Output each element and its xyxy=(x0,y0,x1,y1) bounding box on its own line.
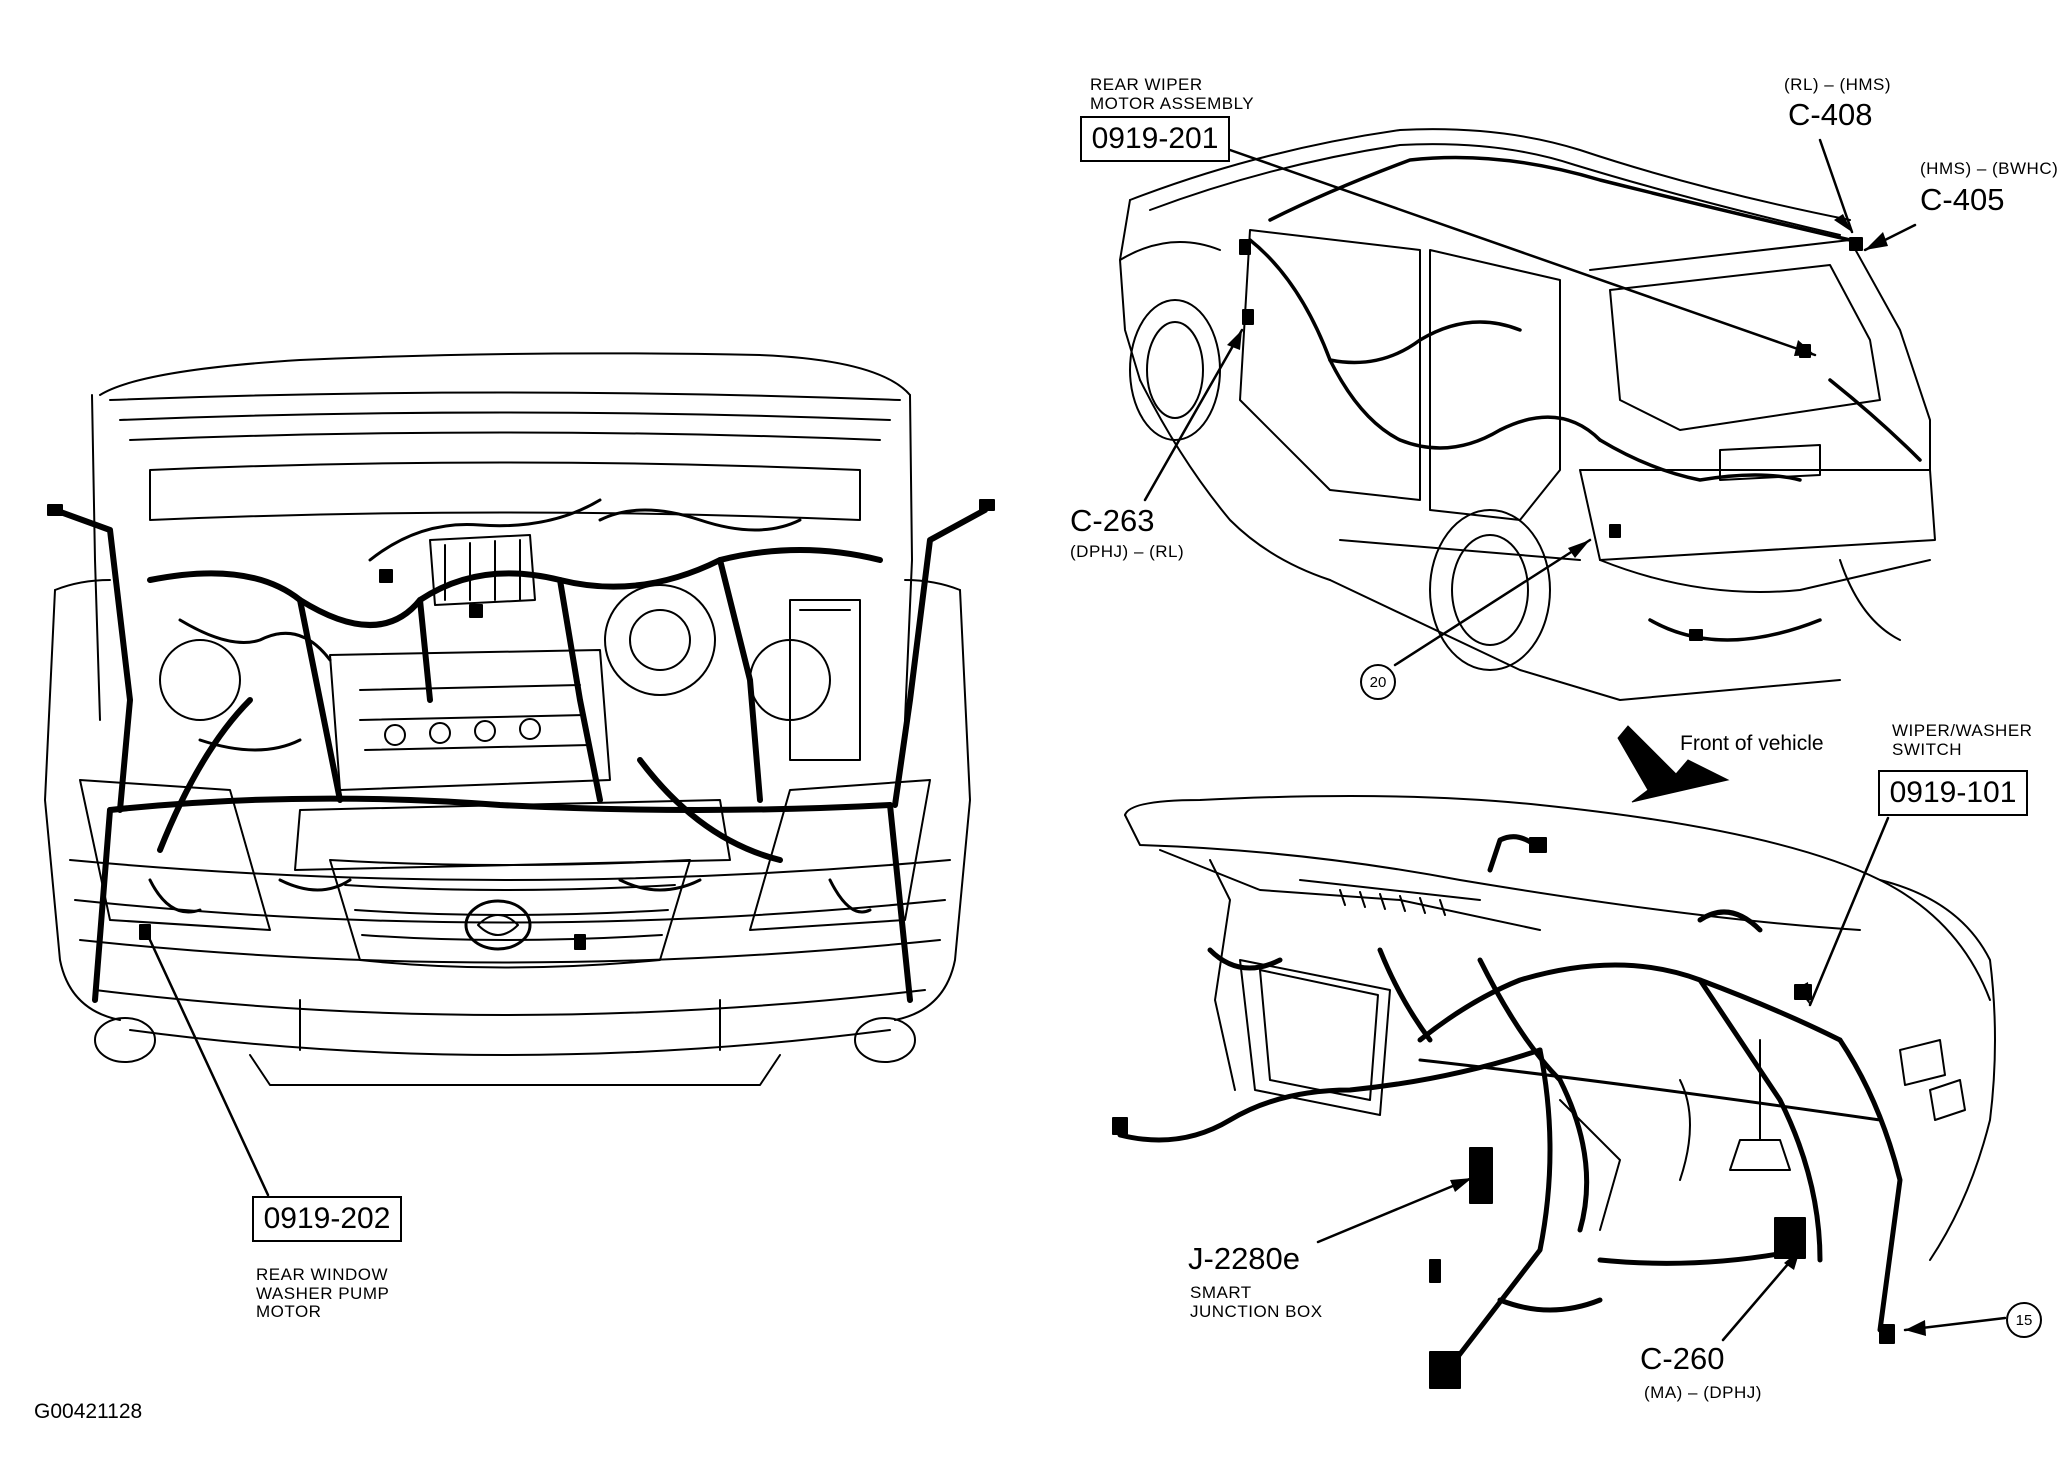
desc-line: REAR WINDOW xyxy=(256,1265,389,1284)
c263-sub: (DPHJ) – (RL) xyxy=(1070,542,1185,561)
leader-ground-20 xyxy=(1393,538,1592,667)
desc-line: SMART xyxy=(1190,1283,1252,1302)
leader-0919-101 xyxy=(1808,816,1890,1007)
code-0919-201: 0919-201 xyxy=(1091,122,1219,155)
smart-junction-box-label: SMART JUNCTION BOX xyxy=(1190,1283,1323,1321)
leader-c263 xyxy=(1143,328,1244,502)
desc-line: MOTOR ASSEMBLY xyxy=(1090,93,1255,113)
desc-line: MOTOR xyxy=(256,1302,322,1322)
figure-id: G00421128 xyxy=(34,1400,143,1423)
leader-0919-201 xyxy=(1228,148,1817,357)
desc-line: REAR WIPER xyxy=(1090,75,1203,94)
ground-ref-20: 20 xyxy=(1360,664,1396,700)
leader-j2280e xyxy=(1316,1176,1474,1244)
c408-sub: (RL) – (HMS) xyxy=(1784,75,1892,94)
wiper-switch-label: WIPER/WASHER SWITCH xyxy=(1892,721,2033,759)
code-box-0919-202: 0919-202 xyxy=(252,1196,402,1242)
leader-0919-202 xyxy=(148,938,270,1197)
c260-sub: (MA) – (DPHJ) xyxy=(1644,1383,1762,1402)
front-of-vehicle-label: Front of vehicle xyxy=(1680,732,1824,755)
code-0919-101: 0919-101 xyxy=(1889,776,2017,809)
desc-line: WIPER/WASHER xyxy=(1892,721,2033,740)
rear-wiper-motor-label: REAR WIPER MOTOR ASSEMBLY xyxy=(1090,75,1255,113)
ground-ref-15: 15 xyxy=(2006,1302,2042,1338)
engine-bay-illustration xyxy=(44,352,995,1086)
leader-c408 xyxy=(1818,138,1854,234)
code-box-0919-101: 0919-101 xyxy=(1878,770,2028,816)
arrowheads xyxy=(1227,214,1926,1336)
code-box-0919-201: 0919-201 xyxy=(1080,116,1230,162)
rear-vehicle-illustration xyxy=(1119,128,1936,701)
desc-line: JUNCTION BOX xyxy=(1190,1301,1323,1321)
c408-code: C-408 xyxy=(1788,97,1873,132)
front-direction-arrow xyxy=(1617,725,1730,803)
c260-code: C-260 xyxy=(1640,1341,1725,1376)
code-0919-202: 0919-202 xyxy=(263,1202,391,1235)
c405-sub: (HMS) – (BWHC) xyxy=(1920,159,2059,178)
j2280e-code: J-2280e xyxy=(1188,1241,1301,1276)
rear-washer-pump-label: REAR WINDOW WASHER PUMP MOTOR xyxy=(256,1265,390,1322)
desc-line: SWITCH xyxy=(1892,739,1963,759)
dashboard-illustration xyxy=(1112,795,1996,1389)
desc-line: WASHER PUMP xyxy=(256,1283,390,1303)
c405-code: C-405 xyxy=(1920,182,2005,217)
c263-code: C-263 xyxy=(1070,503,1155,538)
